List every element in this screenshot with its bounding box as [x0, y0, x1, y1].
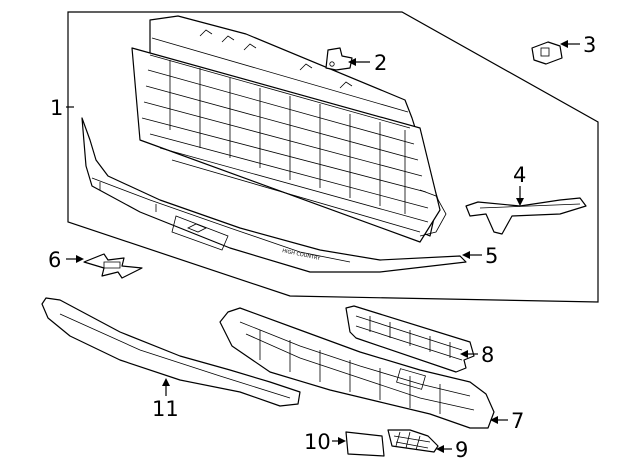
- callout-8: 8: [481, 343, 494, 367]
- leader-lines: [66, 40, 580, 453]
- lower-grille-part-7: [219, 307, 495, 429]
- emblem-part-6: [83, 253, 143, 279]
- callout-7: 7: [511, 409, 524, 433]
- grille-insert-part-8: [345, 305, 475, 373]
- callout-3: 3: [583, 33, 596, 57]
- air-deflector-part-11: [41, 297, 301, 407]
- callout-6: 6: [48, 248, 61, 272]
- cover-part-10: [345, 431, 385, 457]
- mesh-insert-part-9: [387, 429, 439, 453]
- grille-assembly: [131, 15, 447, 243]
- clip-part-3: [531, 41, 563, 65]
- callout-11: 11: [152, 397, 179, 421]
- callout-5: 5: [485, 244, 498, 268]
- assembly-panel-outline: [67, 11, 599, 303]
- side-bracket-part-4: [465, 197, 587, 235]
- lower-trim-molding: HIGH COUNTRY: [81, 117, 467, 273]
- callout-2: 2: [374, 51, 387, 75]
- callout-4: 4: [513, 163, 526, 187]
- bracket-part-2: [325, 47, 353, 71]
- callout-10: 10: [304, 430, 331, 454]
- callout-9: 9: [455, 438, 468, 462]
- callout-1: 1: [50, 96, 63, 120]
